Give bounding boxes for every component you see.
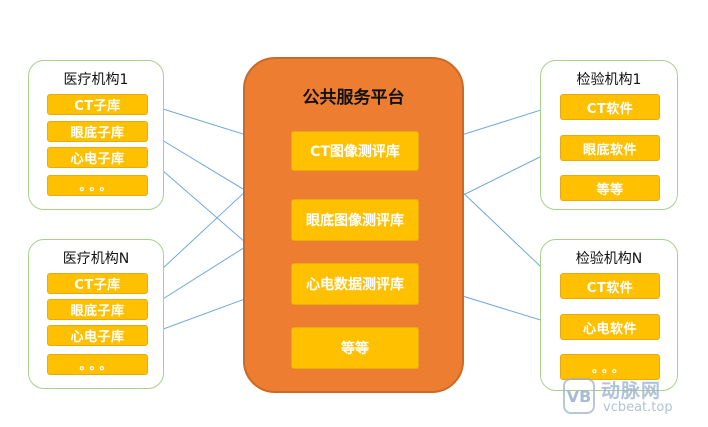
ecg-data-eval-library: 心电数据测评库 bbox=[291, 263, 419, 305]
watermark-en-text: vcbeat.top bbox=[603, 400, 673, 415]
platform-title: 公共服务平台 bbox=[302, 88, 405, 108]
i1-ct-software: CT软件 bbox=[560, 94, 660, 120]
inspection-institution-1-group: 检验机构1 CT软件 眼底软件 等等 bbox=[540, 60, 678, 210]
inspection-institution-n-title: 检验机构N bbox=[575, 251, 643, 267]
vcbeat-watermark: VB 动脉网 vcbeat.top bbox=[563, 376, 701, 420]
mn-ecg-sublib: 心电子库 bbox=[47, 325, 148, 346]
medical-institution-1-group: 医疗机构1 CT子库 眼底子库 心电子库 。。。 bbox=[28, 60, 164, 210]
mn-fundus-sublib: 眼底子库 bbox=[47, 299, 148, 320]
in-ecg-software: 心电软件 bbox=[560, 314, 660, 340]
in-more-software: 。。。 bbox=[560, 354, 660, 380]
more-eval-library: 等等 bbox=[291, 327, 419, 369]
m1-ct-sublib: CT子库 bbox=[47, 94, 148, 115]
medical-institution-n-title: 医疗机构N bbox=[62, 251, 130, 267]
vcbeat-logo-icon: VB bbox=[563, 378, 595, 414]
inspection-institution-1-title: 检验机构1 bbox=[576, 72, 642, 88]
m1-more-sublib: 。。。 bbox=[47, 175, 148, 196]
medical-institution-1-title: 医疗机构1 bbox=[63, 72, 129, 88]
m1-fundus-sublib: 眼底子库 bbox=[47, 121, 148, 142]
i1-fundus-software: 眼底软件 bbox=[560, 135, 660, 161]
mn-more-sublib: 。。。 bbox=[47, 354, 148, 375]
m1-ecg-sublib: 心电子库 bbox=[47, 147, 148, 168]
i1-more-software: 等等 bbox=[560, 175, 660, 201]
public-service-platform: 公共服务平台 CT图像测评库 眼底图像测评库 心电数据测评库 等等 bbox=[243, 57, 464, 393]
inspection-institution-n-group: 检验机构N CT软件 心电软件 。。。 bbox=[540, 239, 678, 391]
watermark-cn-text: 动脉网 bbox=[601, 380, 662, 402]
in-ct-software: CT软件 bbox=[560, 273, 660, 299]
fundus-image-eval-library: 眼底图像测评库 bbox=[291, 199, 419, 241]
mn-ct-sublib: CT子库 bbox=[47, 273, 148, 294]
ct-image-eval-library: CT图像测评库 bbox=[291, 131, 419, 171]
medical-institution-n-group: 医疗机构N CT子库 眼底子库 心电子库 。。。 bbox=[28, 239, 164, 389]
